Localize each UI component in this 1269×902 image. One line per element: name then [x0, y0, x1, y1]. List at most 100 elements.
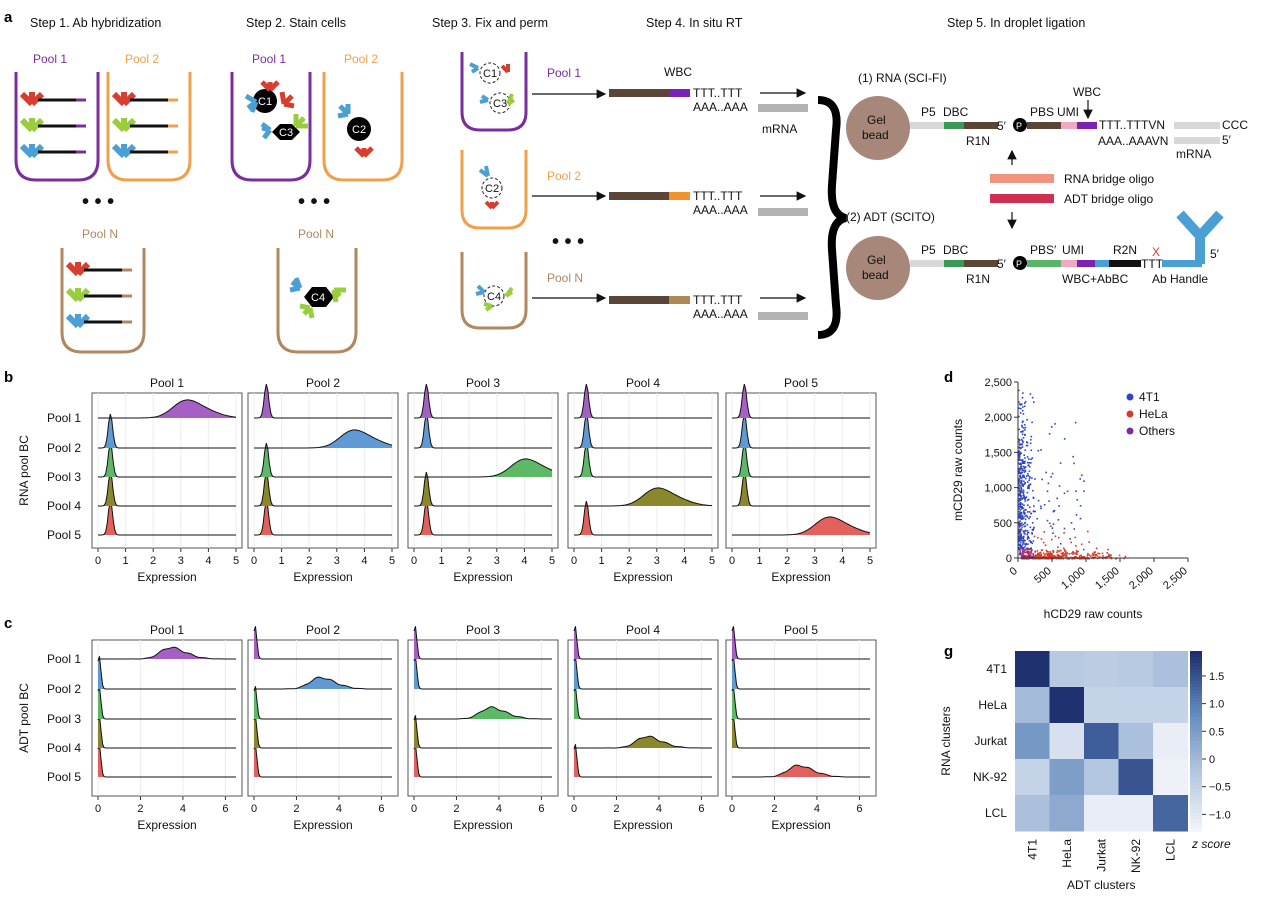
point-4t1 [1018, 508, 1021, 510]
point-4t1 [1018, 505, 1020, 508]
point-4t1 [1020, 512, 1023, 514]
point-4t1 [1021, 522, 1023, 524]
step3-label-pool2: Pool 2 [547, 169, 581, 183]
point-hela [1040, 549, 1043, 551]
point-4t1 [1018, 532, 1021, 534]
point-4t1 [1024, 498, 1026, 500]
colorbar-segment [1190, 687, 1202, 691]
point-4t1 [1030, 512, 1032, 515]
point-hela [1035, 556, 1037, 558]
point-4t1 [1026, 516, 1029, 518]
five-prime-label-3: 5′ [1210, 247, 1220, 261]
point-4t1 [1029, 483, 1032, 485]
point-4t1 [1021, 421, 1024, 424]
point-4t1 [1018, 544, 1021, 547]
ridge-fill [98, 501, 236, 535]
ridge-line [414, 706, 552, 720]
point-others [1021, 550, 1024, 553]
ab-handle-label: Ab Handle [1152, 272, 1208, 286]
x-tick-label: 0 [729, 803, 735, 815]
row-label: Pool 4 [47, 499, 81, 513]
row-label: NK-92 [973, 770, 1007, 784]
ridge-line [98, 399, 237, 419]
point-4t1 [1021, 482, 1023, 485]
point-4t1 [1028, 462, 1031, 464]
point-hela [1054, 555, 1056, 558]
row-label: Pool 2 [47, 682, 81, 696]
point-4t1 [1024, 460, 1026, 463]
point-4t1 [1027, 464, 1030, 466]
colorbar-segment [1190, 789, 1202, 793]
x-tick-label: 1 [439, 555, 445, 567]
point-4t1 [1019, 525, 1021, 527]
x-tick-label: 5 [389, 555, 395, 567]
antibody-blue [289, 277, 303, 293]
cell-c1 [253, 89, 277, 113]
point-4t1 [1031, 421, 1033, 424]
point-4t1 [1027, 531, 1029, 534]
cell-c2 [347, 117, 371, 141]
ridge-line [573, 686, 712, 720]
point-4t1 [1024, 482, 1026, 485]
point-4t1 [1022, 427, 1025, 429]
colorbar-segment [1190, 813, 1202, 817]
heatmap-cell [1153, 687, 1188, 724]
point-4t1 [1020, 496, 1022, 498]
polyT-text: TTT..TTT [693, 189, 743, 203]
ridge-fill [574, 384, 712, 418]
heatmap-cell [1084, 759, 1119, 796]
colorbar-segment [1190, 744, 1202, 748]
point-4t1 [1070, 522, 1073, 524]
colorbar-segment [1190, 825, 1202, 829]
antibody-blue [337, 104, 351, 119]
polyA-text: AAA..AAA [693, 307, 748, 321]
point-4t1 [1018, 540, 1021, 542]
heatmap-cell [1118, 651, 1154, 688]
x-tick-label: 3 [334, 555, 340, 567]
point-others [1019, 553, 1021, 556]
ridge-fill [414, 706, 552, 719]
point-4t1 [1023, 476, 1026, 479]
point-others [1029, 554, 1032, 556]
point-4t1 [1019, 517, 1021, 520]
legend-marker-others [1126, 427, 1134, 435]
colorbar-tick-label: 1.0 [1209, 699, 1224, 711]
point-4t1 [1029, 476, 1031, 478]
ridge-line [97, 656, 236, 690]
y-axis-label: RNA clusters [939, 706, 953, 775]
heatmap-cell [1049, 795, 1085, 832]
point-hela [1072, 553, 1074, 555]
point-hela [1094, 551, 1096, 553]
ridge-line [254, 676, 392, 690]
point-4t1 [1031, 396, 1034, 399]
point-hela [1056, 549, 1059, 552]
point-hela [1039, 552, 1041, 554]
point-hela [1086, 554, 1089, 557]
gel-bead-label-1: Gel [867, 253, 886, 267]
antibody-blue [111, 143, 178, 159]
colorbar-segment [1190, 795, 1202, 799]
ridge-line [731, 715, 870, 749]
rna-bridge-swatch [990, 174, 1054, 183]
ridge-fill [98, 399, 236, 418]
panel-label-a: a [4, 9, 13, 26]
point-hela [1045, 549, 1048, 552]
colorbar-segment [1190, 678, 1202, 682]
row-label: Pool 3 [47, 712, 81, 726]
point-hela [1046, 550, 1048, 553]
x-tick-label: 3 [654, 555, 660, 567]
point-hela [1073, 552, 1076, 555]
point-4t1 [1018, 439, 1021, 441]
facet-frame [567, 392, 719, 549]
x-tick-label: 2 [293, 803, 299, 815]
heatmap-cell [1049, 687, 1085, 724]
point-hela [1095, 553, 1098, 556]
cell-c2 [481, 177, 503, 199]
point-others [1019, 549, 1021, 552]
point-4t1 [1018, 428, 1020, 431]
point-4t1 [1027, 474, 1030, 477]
x-tick-label: 0 [251, 555, 257, 567]
point-4t1 [1028, 465, 1031, 468]
point-hela [1037, 536, 1039, 539]
